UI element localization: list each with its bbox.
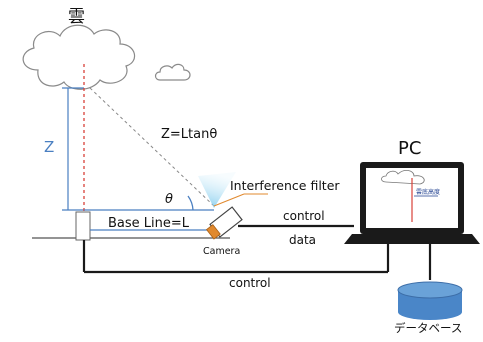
- filter-pointer: [213, 193, 245, 207]
- pc-monitor-icon: [344, 162, 480, 244]
- database-icon: [397, 281, 463, 320]
- control-lower-label: control: [229, 276, 271, 290]
- base-line-label: Base Line=L: [108, 216, 190, 231]
- formula-label: Z=Ltanθ: [161, 127, 217, 142]
- small-cloud-icon: [154, 63, 191, 81]
- screen-label: 雲底高度: [416, 188, 440, 196]
- database-label: データベース: [394, 321, 462, 335]
- control-upper-label: control: [283, 209, 325, 223]
- theta-arc: [187, 195, 194, 211]
- camera-icon: [205, 206, 243, 240]
- left-sensor-box: [75, 211, 91, 241]
- z-label: Z: [44, 138, 54, 156]
- diagonal-dashed-line: [89, 87, 215, 207]
- interference-filter-label: Interference filter: [230, 178, 340, 193]
- large-cloud-icon: [22, 24, 136, 90]
- data-label: data: [289, 233, 316, 247]
- cloud-label: 雲: [68, 7, 85, 27]
- camera-label: Camera: [203, 246, 240, 257]
- theta-label: θ: [165, 192, 173, 207]
- pc-label: PC: [398, 138, 421, 159]
- camera-beam: [198, 172, 236, 208]
